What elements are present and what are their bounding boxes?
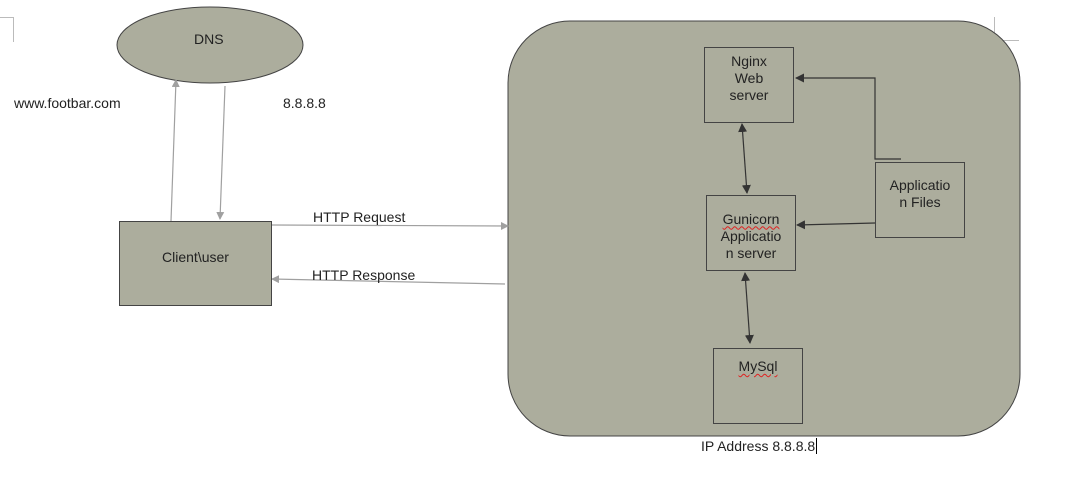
mysql-node: MySql (713, 348, 803, 424)
dns-label: DNS (194, 31, 224, 47)
ip-address-caption-text: IP Address 8.8.8.8 (701, 438, 816, 454)
arrow-client-to-dns (170, 79, 180, 222)
gunicorn-word: Gunicorn (722, 210, 780, 227)
mysql-label: MySql (738, 358, 778, 374)
app-files-node: Applicatio n Files (875, 162, 965, 238)
app-files-label: Applicatio n Files (889, 177, 951, 210)
domain-label: www.footbar.com (14, 95, 121, 111)
gunicorn-node: Gunicorn Applicatio n server (706, 195, 796, 271)
http-request-label: HTTP Request (313, 209, 406, 225)
arrow-http-response (271, 275, 506, 285)
arrow-gunicorn-mysql (741, 272, 754, 344)
arrow-nginx-gunicorn (738, 123, 751, 194)
http-response-label: HTTP Response (312, 267, 416, 283)
client-node: Client\user (119, 221, 272, 306)
client-label: Client\user (162, 249, 229, 265)
ip-label: 8.8.8.8 (283, 95, 326, 111)
crop-mark-right (994, 17, 1019, 41)
crop-mark-left (0, 17, 14, 42)
arrow-dns-to-client (216, 85, 226, 220)
arrow-files-nginx (795, 73, 901, 160)
ip-address-caption: IP Address 8.8.8.8 (701, 438, 818, 454)
nginx-node: Nginx Web server (704, 47, 794, 123)
nginx-label: Nginx Web server (729, 53, 769, 103)
gunicorn-label: Applicatio n server (720, 227, 782, 261)
arrow-http-request (271, 221, 509, 230)
text-cursor (816, 438, 818, 454)
dns-node (116, 6, 304, 84)
arrow-files-gunicorn (796, 220, 876, 230)
